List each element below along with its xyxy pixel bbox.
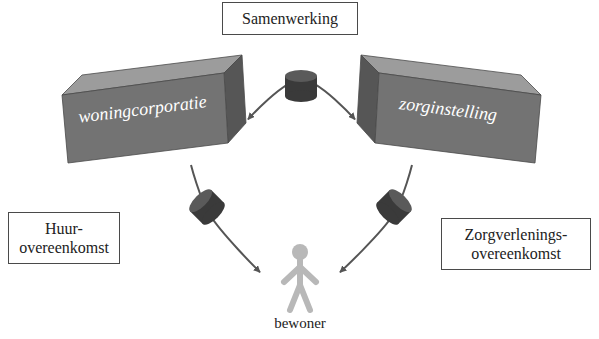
relation-label: Samenwerking <box>231 9 349 28</box>
organisation-block: zorginstelling <box>355 45 545 165</box>
organisation-block: woningcorporatie <box>58 45 248 165</box>
person-limb <box>300 267 316 282</box>
person-limb <box>284 267 300 282</box>
block-face <box>375 73 541 163</box>
relation-arrow <box>191 165 260 272</box>
relation-label: Huur- overeenkomst <box>17 219 111 257</box>
resident-figure: bewoner <box>260 240 340 332</box>
relation-label-box: Huur- overeenkomst <box>8 212 120 264</box>
relation-label: Zorgverlenings- overeenkomst <box>450 225 582 263</box>
person-limb <box>300 285 310 310</box>
relation-arrow <box>340 165 412 272</box>
cylinder-knob <box>186 186 228 228</box>
person-label: bewoner <box>260 315 340 332</box>
cylinder-knob <box>373 186 415 228</box>
cylinder-knob <box>285 70 317 102</box>
block-face <box>62 73 228 163</box>
relation-label-box: Samenwerking <box>222 2 358 35</box>
relation-label-box: Zorgverlenings- overeenkomst <box>441 218 591 270</box>
